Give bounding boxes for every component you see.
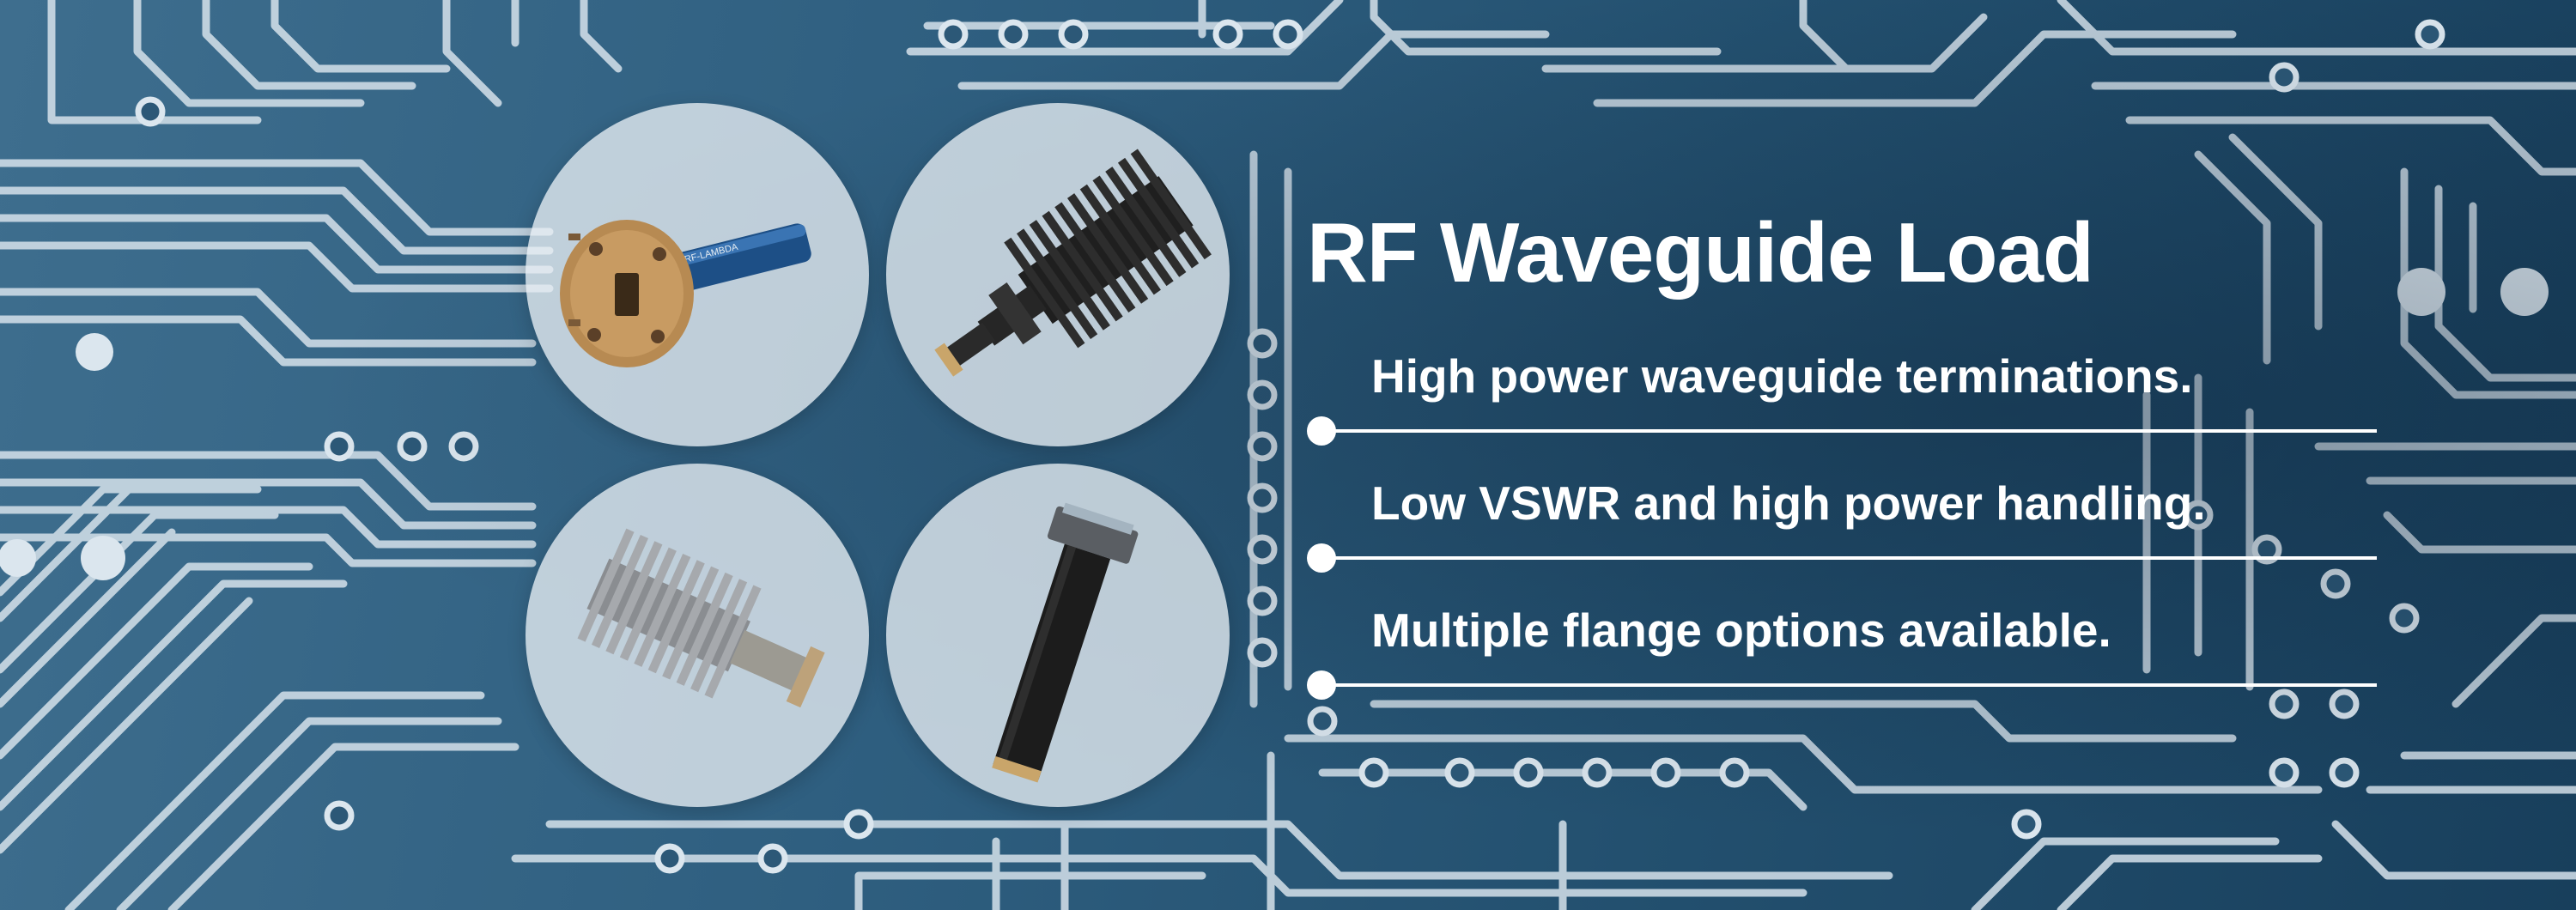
bullet-dot-icon [1307, 416, 1336, 446]
feature-divider [1321, 683, 2377, 687]
feature-text: Multiple flange options available. [1371, 604, 2111, 657]
bullet-dot-icon [1307, 670, 1336, 700]
product-image-black-straight-load [886, 464, 1230, 807]
feature-text: Low VSWR and high power handling. [1371, 476, 2206, 530]
feature-text: High power waveguide terminations. [1371, 349, 2193, 403]
feature-divider [1321, 556, 2377, 560]
product-image-silver-finned-load [526, 464, 869, 807]
product-image-black-finned-load [886, 103, 1230, 446]
bullet-dot-icon [1307, 543, 1336, 573]
banner-headline: RF Waveguide Load [1307, 205, 2094, 300]
blue-waveguide-load-icon: RF-LAMBDA [560, 220, 811, 367]
black-finned-load-icon [934, 149, 1212, 377]
product-image-blue-load: RF-LAMBDA [526, 103, 869, 446]
feature-item: Multiple flange options available. [1307, 603, 2377, 706]
feature-item: High power waveguide terminations. [1307, 349, 2377, 452]
feature-divider [1321, 429, 2377, 433]
silver-finned-load-icon [577, 528, 825, 708]
feature-item: Low VSWR and high power handling. [1307, 476, 2377, 579]
black-straight-load-icon [992, 502, 1139, 783]
